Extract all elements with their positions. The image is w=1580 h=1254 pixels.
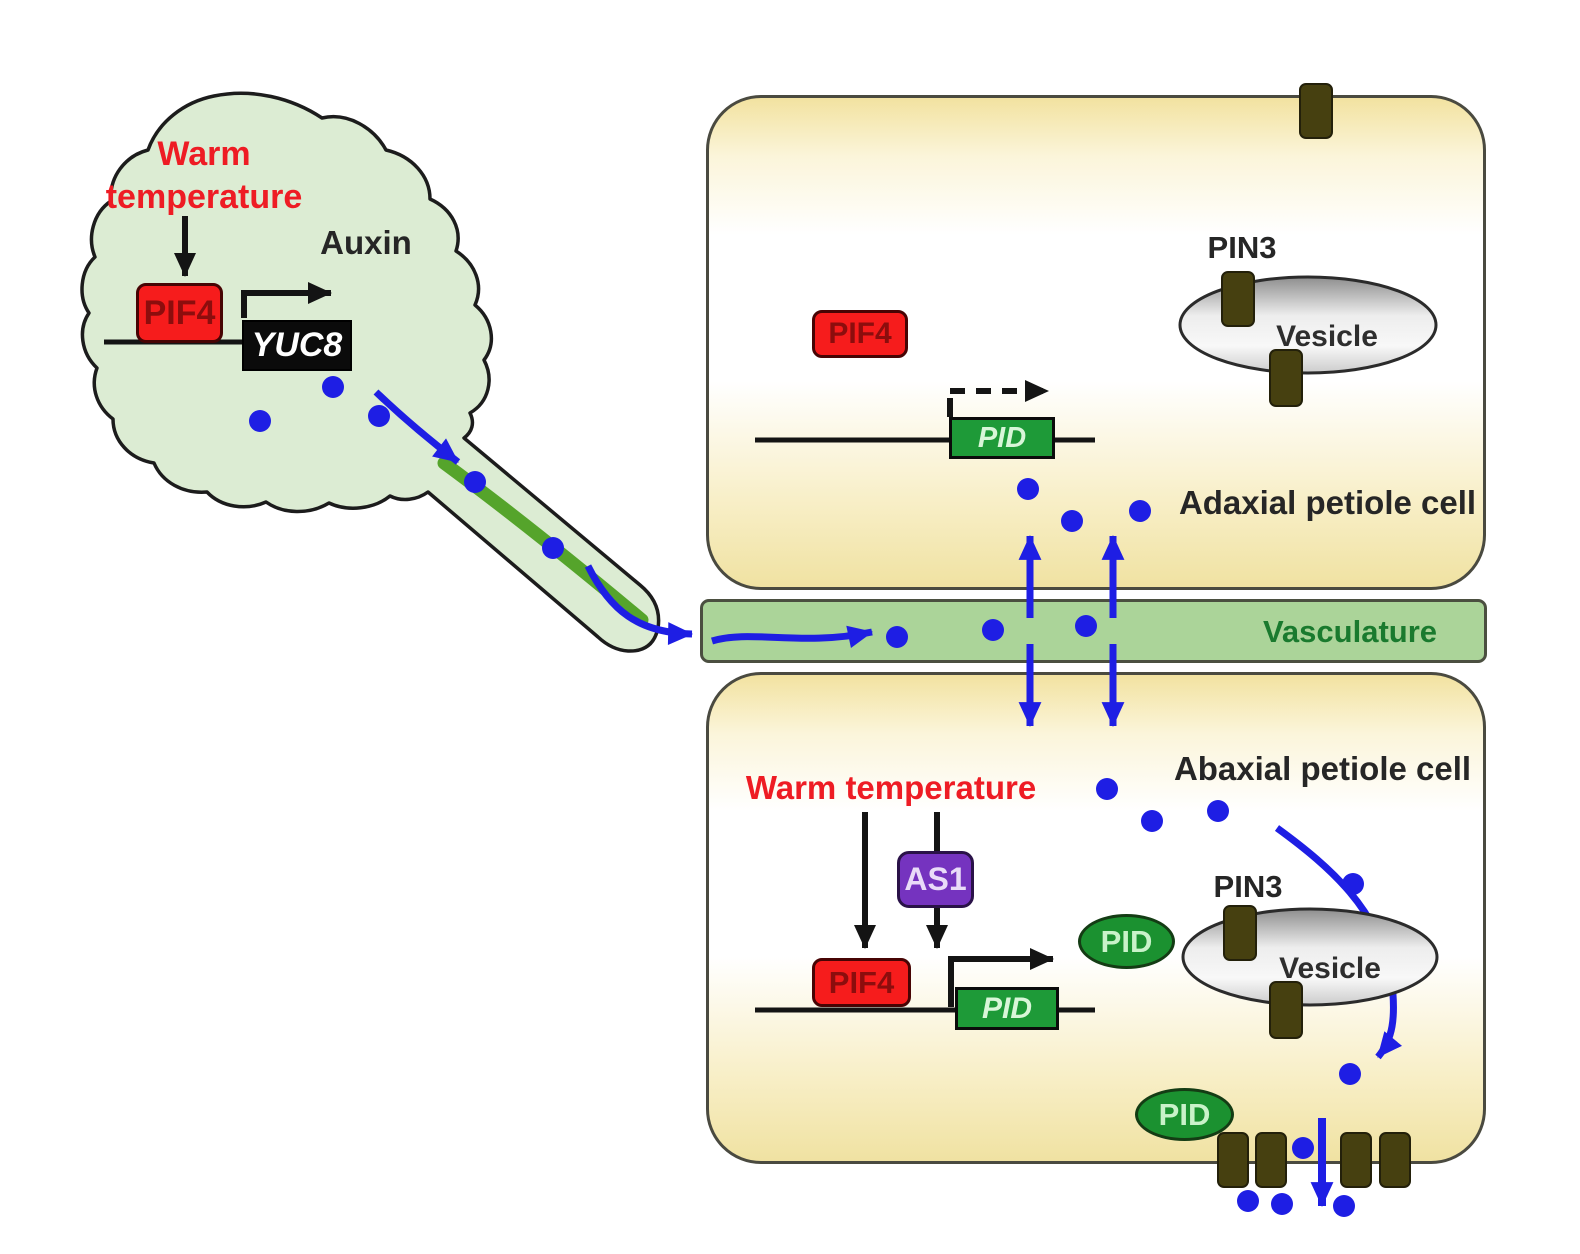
pin3-abaxial-vesicle-a bbox=[1223, 905, 1257, 961]
adaxial-cell-name: Adaxial petiole cell bbox=[1178, 484, 1477, 521]
pin3-bottom-membrane-4 bbox=[1379, 1132, 1411, 1188]
leaf-warm-line2: temperature bbox=[105, 178, 303, 216]
black-arrows bbox=[174, 216, 1054, 1007]
abaxial-promoter-arrow bbox=[948, 948, 1054, 1007]
leaf-promoter-arrow bbox=[241, 282, 332, 318]
adaxial-pid-gene-box: PID bbox=[949, 417, 1055, 459]
abaxial-pif4-box: PIF4 bbox=[812, 958, 911, 1007]
abaxial-pid-gene-box: PID bbox=[955, 987, 1059, 1030]
vasculature-auxin-arrow bbox=[710, 625, 874, 649]
abaxial-vesicle-label: Vesicle bbox=[1279, 952, 1381, 985]
abaxial-warm-temperature-label: Warm temperature bbox=[745, 769, 1037, 806]
pin3-bottom-membrane-1 bbox=[1217, 1132, 1249, 1188]
pin3-adaxial-vesicle-b bbox=[1269, 349, 1303, 407]
auxin-dots bbox=[249, 376, 1364, 1217]
abaxial-pid-protein: PID bbox=[1078, 914, 1175, 969]
adaxial-vesicle-label: Vesicle bbox=[1276, 320, 1378, 353]
abaxial-cell-name: Abaxial petiole cell bbox=[1173, 750, 1472, 787]
adaxial-pin3-label: PIN3 bbox=[1207, 230, 1277, 265]
petiole-auxin-arrow bbox=[584, 564, 694, 645]
leaf-auxin-arrow bbox=[373, 389, 461, 465]
adaxial-pif4-box: PIF4 bbox=[812, 310, 908, 358]
pin3-adaxial-vesicle-a bbox=[1221, 271, 1255, 327]
auxin-label: Auxin bbox=[320, 224, 412, 261]
leaf-warm-line1: Warm bbox=[157, 135, 251, 173]
pin3-bottom-membrane-2 bbox=[1255, 1132, 1287, 1188]
vasculature-label: Vasculature bbox=[1262, 614, 1438, 649]
pin3-abaxial-vesicle-b bbox=[1269, 981, 1303, 1039]
pin3-top-membrane bbox=[1299, 83, 1333, 139]
abaxial-pin3-label: PIN3 bbox=[1213, 869, 1283, 904]
leaf-pif4-box: PIF4 bbox=[136, 283, 223, 343]
pin3-transporters bbox=[1217, 83, 1411, 1188]
yuc8-gene-box: YUC8 bbox=[242, 320, 352, 371]
pin3-bottom-membrane-3 bbox=[1340, 1132, 1372, 1188]
abaxial-pid-protein-membrane: PID bbox=[1135, 1088, 1234, 1141]
leaf-warm-temperature-label: Warm temperature bbox=[44, 133, 364, 219]
as1-box: AS1 bbox=[897, 851, 974, 908]
